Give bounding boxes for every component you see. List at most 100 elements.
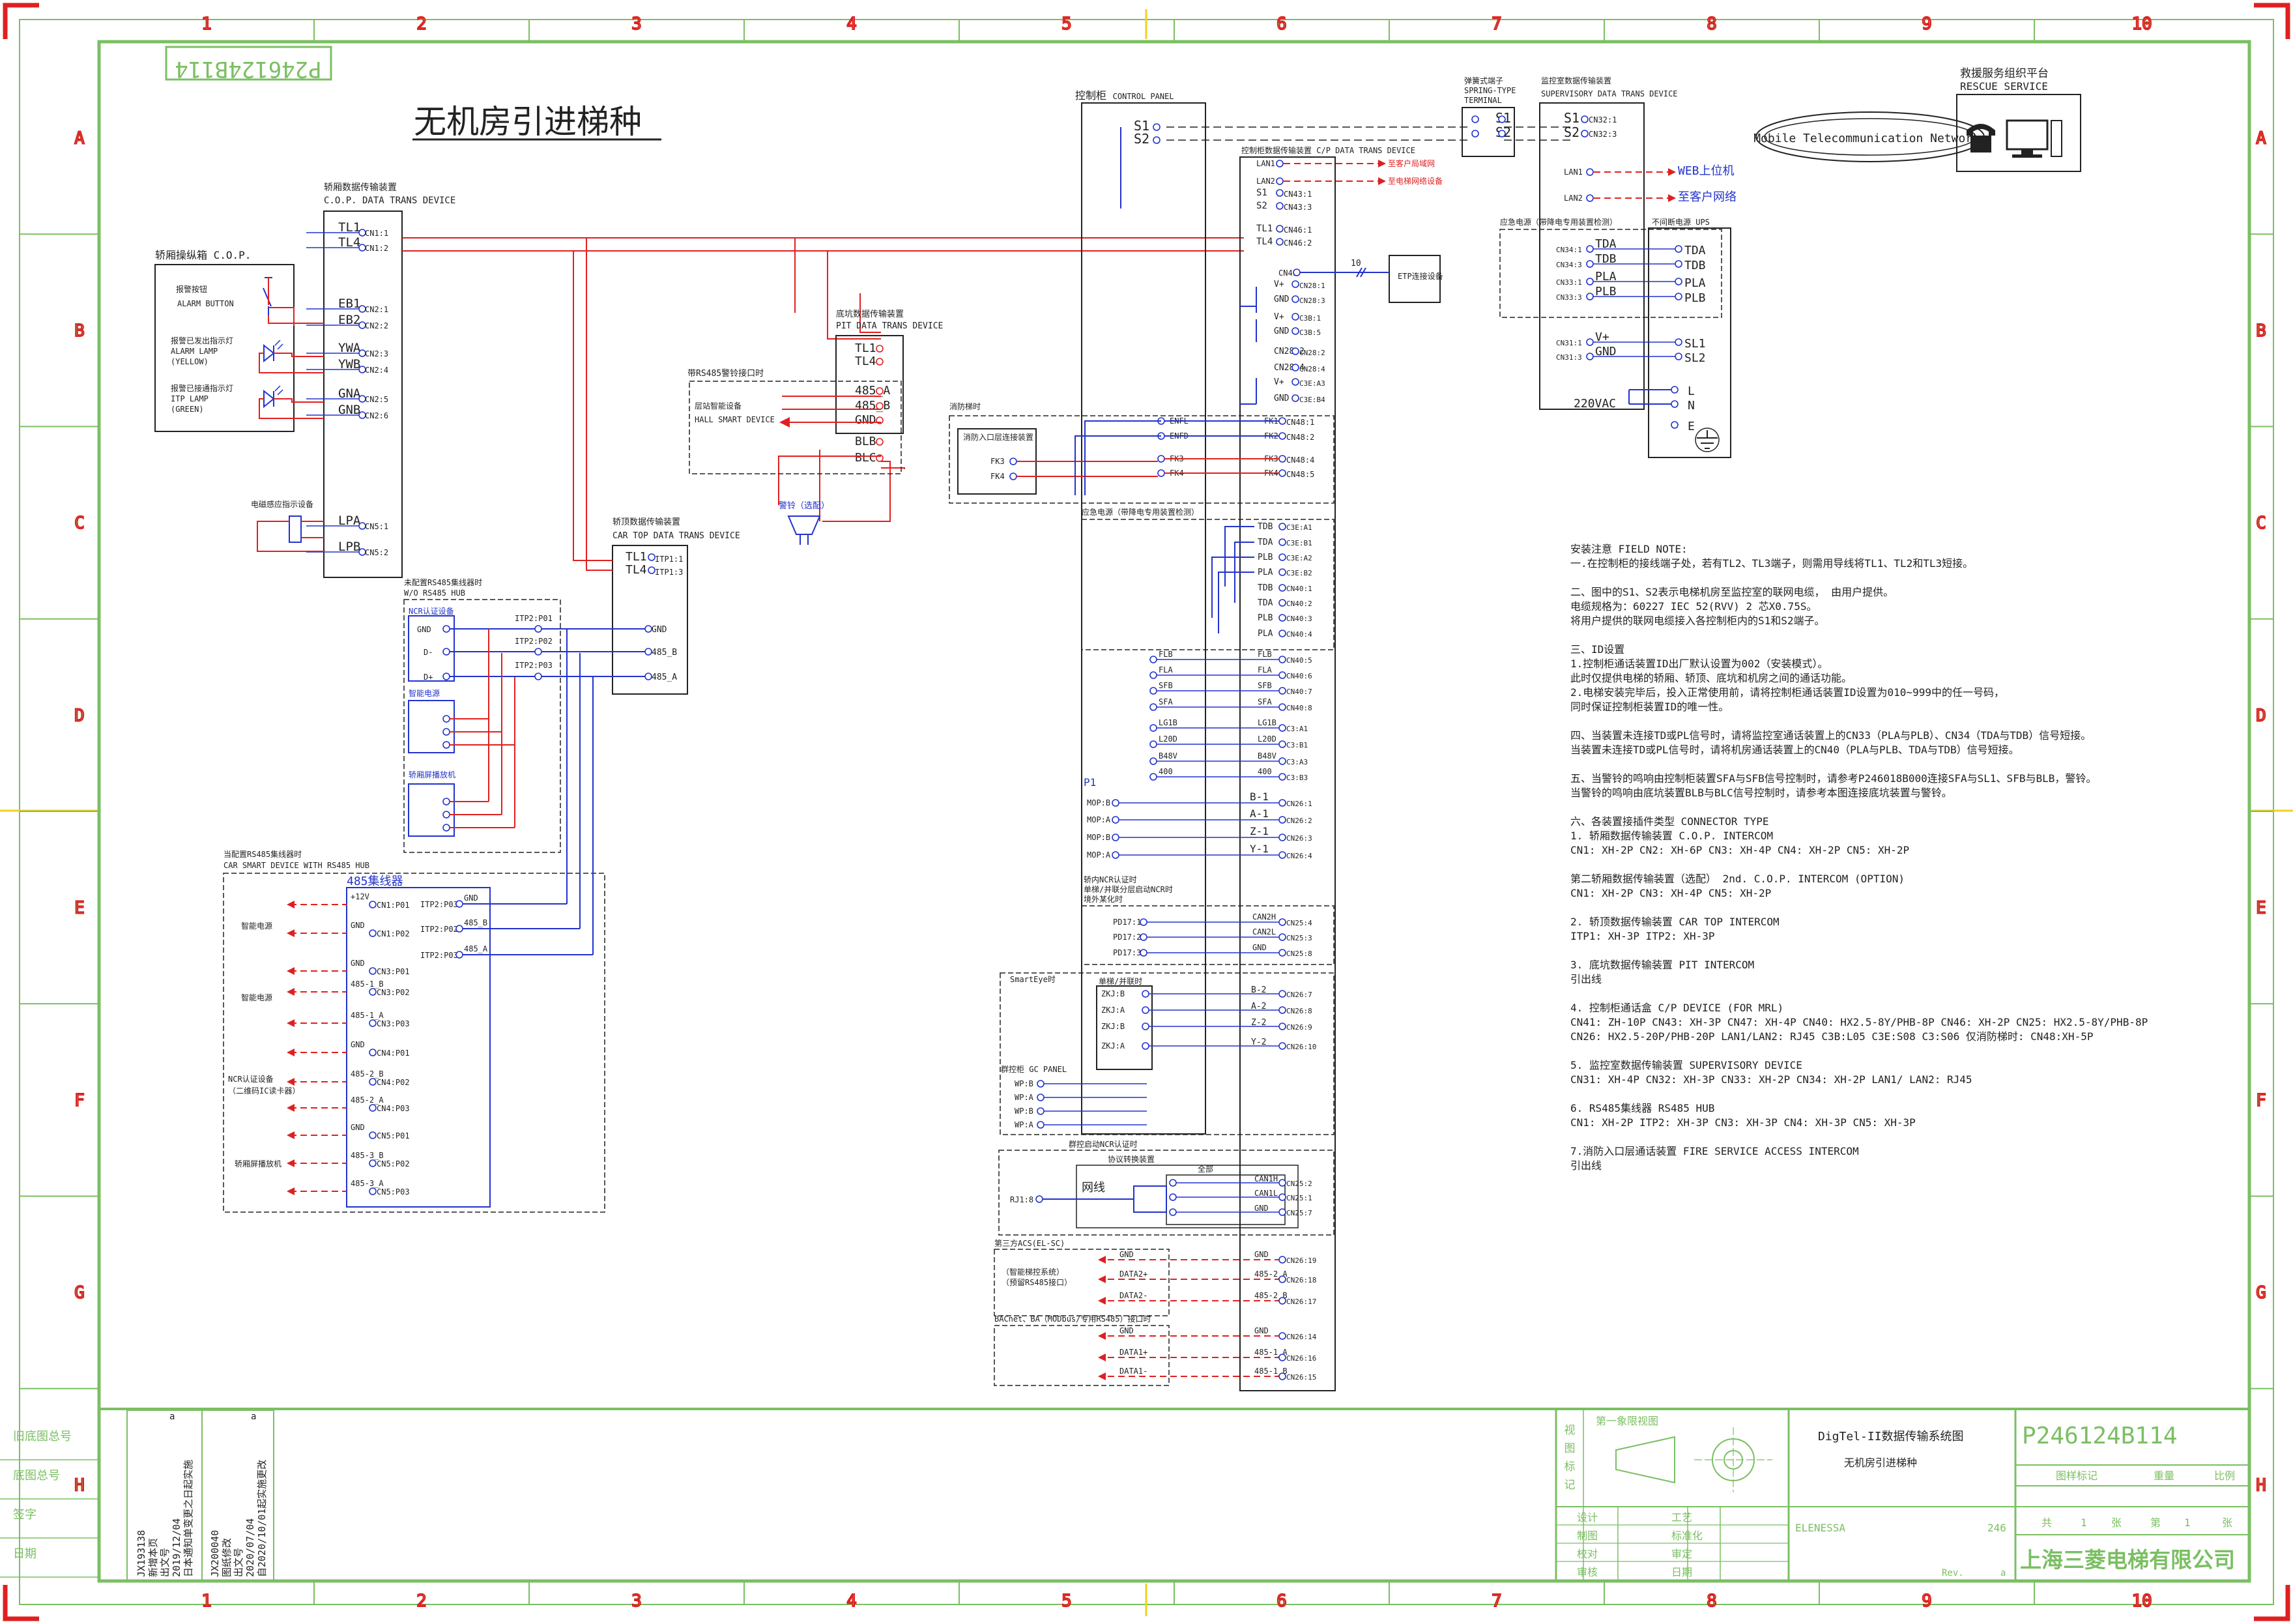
note-line: 引出线: [1570, 973, 1602, 985]
terminal-circle: [1169, 1208, 1177, 1216]
terminal-circle: [1035, 1195, 1043, 1203]
note-line: 同时保证控制柜装置ID的唯一性。: [1570, 701, 1729, 713]
cp-s-label: S1: [1134, 118, 1149, 134]
grid-row-left: A: [74, 129, 85, 149]
terminal-circle: [1142, 1006, 1149, 1014]
mid-right-label: SFB: [1258, 681, 1272, 690]
note-line: 4. 控制柜通话盒 C/P DEVICE (FOR MRL): [1570, 1002, 1783, 1014]
left-col-label: 签字: [13, 1508, 36, 1522]
mid-pin: CN40:5: [1286, 656, 1312, 665]
grid-row-left: G: [74, 1283, 85, 1303]
pit-term-label: 485_A: [855, 384, 890, 398]
terminal-circle: [1291, 327, 1299, 335]
rev1-text: 日本通知单变更之日起实施: [182, 1460, 194, 1577]
ncr-right: GND: [1252, 943, 1267, 952]
mid-pin: C3:B3: [1286, 774, 1308, 782]
terminal-circle: [369, 1019, 377, 1027]
cp-s-label: S2: [1134, 131, 1149, 147]
cop-pin-label: CN1:2: [365, 244, 388, 253]
hub-wo-ncr: NCR认证设备: [409, 607, 454, 616]
terminal-circle: [1278, 630, 1286, 637]
hall-arrows: [782, 396, 841, 422]
terminal-circle: [1278, 1042, 1286, 1050]
tb-total-n: 1: [2081, 1516, 2087, 1529]
terminal-circle: [1291, 364, 1299, 371]
ups-cp-label: TDB: [1258, 522, 1273, 532]
ncr-pin: CN25:4: [1286, 919, 1312, 927]
pit-term-label: TL1: [855, 341, 876, 355]
inner-frame: [97, 40, 2251, 1583]
ups-cp-box: [1081, 519, 1334, 650]
terminal-circle: [1675, 353, 1682, 360]
ups-cp-pin: C3E:B1: [1286, 539, 1312, 547]
terminal-circle: [1278, 432, 1286, 440]
ncr-right: CAN2L: [1252, 927, 1276, 936]
acs-box: [994, 1249, 1170, 1316]
ups-cp-pin: CN40:3: [1286, 615, 1312, 623]
ups-cp-wires: [1211, 526, 1254, 633]
smarteye-cn: SmartEye时: [1010, 975, 1056, 984]
emerg-right: TDA: [1684, 244, 1706, 257]
rev-block: [126, 1410, 274, 1582]
hub-wo-screen: 轿厢屏播放机: [409, 770, 455, 779]
hub-dev-label: （二维码IC读卡器）: [228, 1086, 300, 1095]
terminal-circle: [1291, 295, 1299, 303]
ncr-cn: 轿内NCR认证时: [1084, 875, 1137, 884]
gc-left: WP:B: [1015, 1079, 1033, 1088]
field-notes: 安装注意 FIELD NOTE:一.在控制柜的接线端子处，若有TL2、TL3端子…: [1570, 543, 2148, 1172]
emerg-right: TDB: [1684, 259, 1706, 272]
mid-left-label: 400: [1159, 767, 1173, 776]
hub-wo-en: W/O RS485 HUB: [404, 588, 465, 598]
pit-cn: 底坑数据传输装置: [836, 309, 904, 319]
gc-left: WP:A: [1015, 1093, 1034, 1102]
gn-right: CAN1H: [1254, 1174, 1278, 1183]
tb-sign-right: 日期: [1671, 1566, 1692, 1578]
terminal-circle: [1140, 918, 1147, 926]
note-line: 将用户提供的联网电缆接入各控制柜内的S1和S2端子。: [1570, 615, 1825, 627]
terminal-circle: [1278, 1193, 1286, 1201]
bell-icon: [787, 515, 821, 545]
terminal-circle: [442, 824, 450, 832]
note-line: 安装注意 FIELD NOTE:: [1570, 543, 1688, 555]
rev-mark: a: [169, 1412, 175, 1422]
grid-col-bottom: 3: [631, 1591, 642, 1611]
mid-right-label: 400: [1258, 767, 1272, 776]
ncr-left: PD17:1: [1113, 918, 1141, 927]
note-line: 三、ID设置: [1570, 643, 1624, 656]
hub-dev-label: 智能电源: [241, 993, 272, 1002]
tb-view: 第一象限视图: [1596, 1415, 1658, 1427]
ups-cp-label: PLA: [1258, 629, 1273, 639]
pit-term-label: TL4: [855, 355, 876, 368]
mobile-net-label: Mobile Telecommunication Networks: [1753, 132, 1987, 145]
grid-col-top: 2: [416, 14, 427, 34]
bac-left: DATA1+: [1119, 1348, 1147, 1357]
cop-term-label: TL4: [338, 235, 360, 250]
cpdata-box: [1239, 156, 1336, 1391]
acs-pin: CN26:17: [1286, 1298, 1316, 1306]
terminal-circle: [1278, 851, 1286, 859]
ground-ring: [1695, 428, 1720, 452]
rev2-text: 自2020/10/01起实施更改: [256, 1460, 268, 1577]
bac-left: GND: [1119, 1326, 1134, 1335]
terminal-circle: [455, 925, 463, 933]
dminus-label: D-: [424, 648, 433, 657]
terminal-circle: [1276, 189, 1284, 197]
terminal-circle: [369, 967, 377, 975]
terminal-circle: [442, 715, 450, 723]
grid-col-bottom: 4: [846, 1591, 857, 1611]
note-line: 第二轿厢数据传输装置（选配） 2nd. C.O.P. INTERCOM (OPT…: [1570, 873, 1905, 885]
grid-col-bottom: 9: [1922, 1591, 1932, 1611]
grid-row-right: B: [2256, 321, 2266, 341]
terminal-circle: [1278, 614, 1286, 622]
arrow-left-icon: [287, 929, 295, 937]
note-line: 四、当装置未连接TD或PL信号时，请将监控室通话装置上的CN33（PLA与PLB…: [1570, 729, 2091, 742]
mid-left-label: L20D: [1159, 734, 1177, 744]
tb-sign-right: 标准化: [1671, 1530, 1703, 1542]
cop-term-label: EB1: [338, 297, 360, 311]
ac-label: L: [1688, 384, 1695, 398]
grid-col-top: 10: [2131, 14, 2152, 34]
cp-right-pin: CN43:1: [1284, 190, 1312, 199]
